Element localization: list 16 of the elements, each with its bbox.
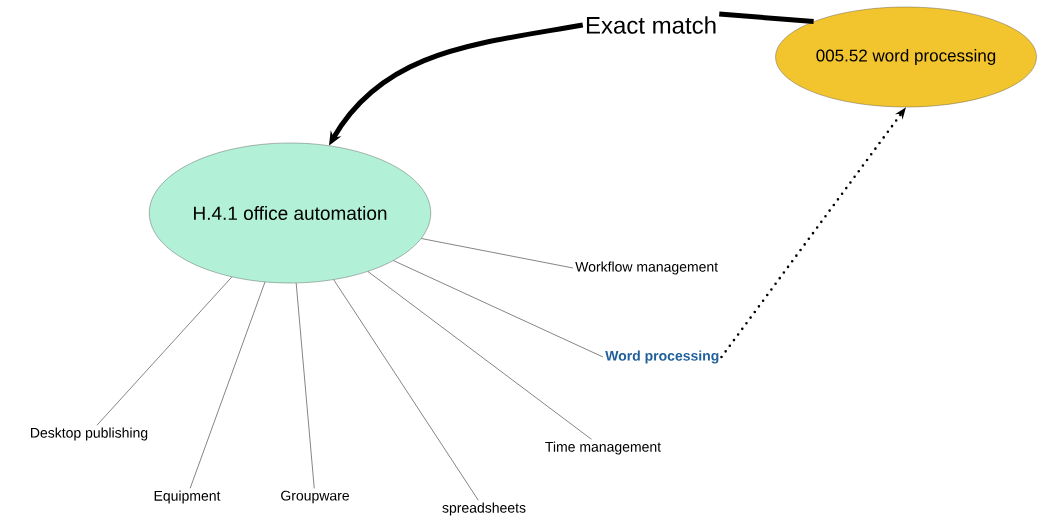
connector-line — [295, 282, 315, 489]
term-label: Desktop publishing — [31, 427, 148, 441]
connector-line — [393, 260, 604, 358]
connector-line — [719, 11, 814, 24]
term-label: spreadsheets — [442, 502, 526, 516]
term-label: Groupware — [281, 490, 349, 504]
match-label: Exact match — [586, 16, 716, 34]
connector-line — [189, 281, 266, 489]
connector-line — [96, 276, 233, 426]
term-label: Word processing — [605, 350, 719, 364]
term-label: Workflow management — [575, 261, 718, 275]
connector-line — [333, 279, 479, 501]
term-label: Time management — [545, 441, 661, 455]
connector-line — [421, 238, 574, 269]
term-label: Equipment — [154, 490, 221, 504]
connector-line — [367, 271, 592, 440]
